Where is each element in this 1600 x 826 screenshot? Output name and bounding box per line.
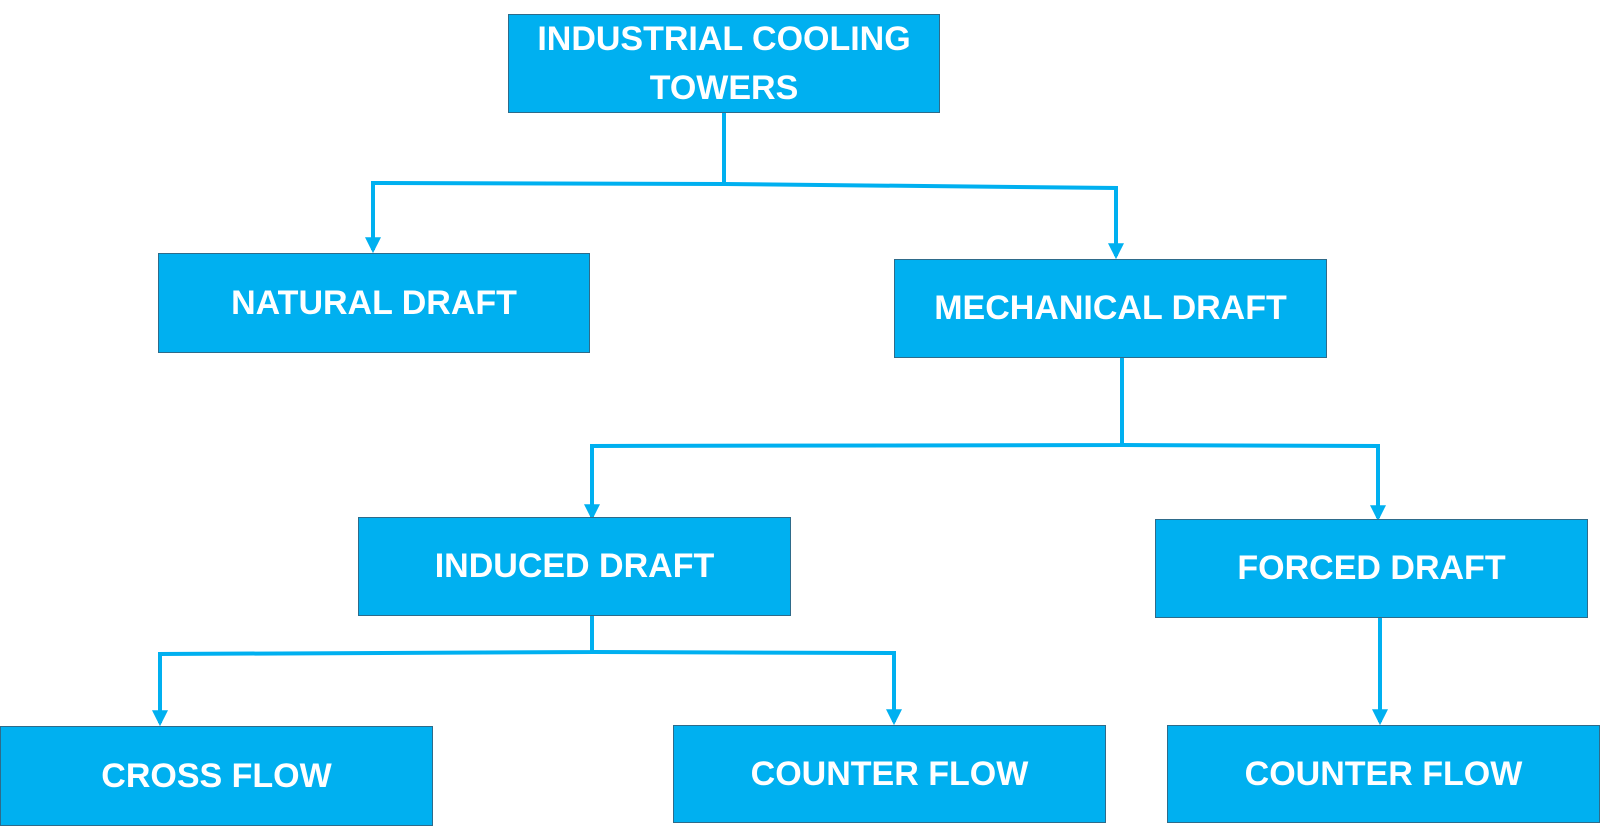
node-forced-draft: FORCED DRAFT <box>1155 519 1588 618</box>
edge-induced-counter <box>591 650 902 726</box>
node-label: INDUCED DRAFT <box>434 547 715 585</box>
edge-mechanical-induced <box>584 358 1124 521</box>
node-mechanical-draft: MECHANICAL DRAFT <box>894 259 1327 358</box>
node-label: COUNTER FLOW <box>1244 754 1523 793</box>
edge-root-natural <box>365 113 726 254</box>
edge-induced-cross <box>152 616 594 727</box>
node-label: NATURAL DRAFT <box>231 283 517 322</box>
node-label: COUNTER FLOW <box>750 754 1029 793</box>
node-label: CROSS FLOW <box>101 756 332 795</box>
node-label: INDUSTRIAL COOLING TOWERS <box>537 19 911 107</box>
edge-root-mechanical <box>723 182 1124 260</box>
node-forced-counter-flow: COUNTER FLOW <box>1167 725 1600 823</box>
node-label: FORCED DRAFT <box>1237 549 1506 587</box>
node-induced-draft: INDUCED DRAFT <box>358 517 791 616</box>
node-natural-draft: NATURAL DRAFT <box>158 253 590 353</box>
node-induced-counter-flow: COUNTER FLOW <box>673 725 1106 823</box>
node-industrial-cooling-towers: INDUSTRIAL COOLING TOWERS <box>508 14 940 113</box>
edge-mechanical-forced <box>1121 443 1386 522</box>
node-label: MECHANICAL DRAFT <box>934 289 1287 327</box>
node-cross-flow: CROSS FLOW <box>0 726 433 826</box>
